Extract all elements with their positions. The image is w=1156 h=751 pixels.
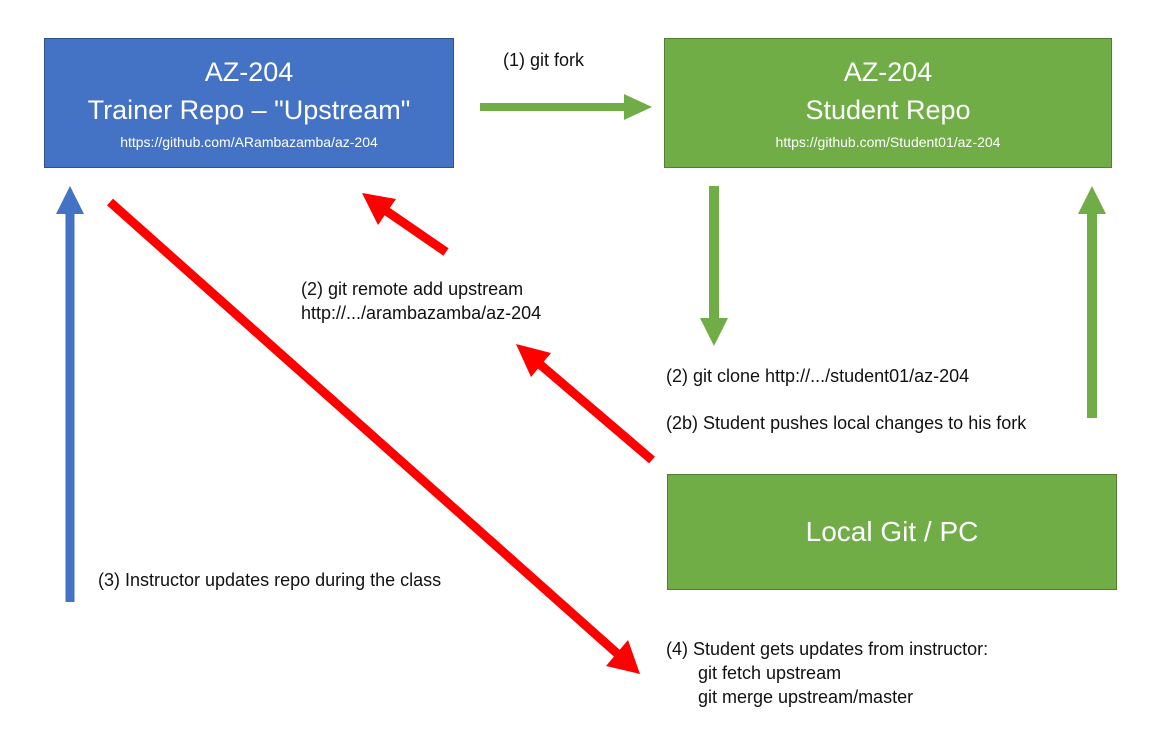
trainer-repo-title: AZ-204 (204, 57, 294, 87)
local-pc-box: Local Git / PC (667, 474, 1117, 590)
local-pc-title: Local Git / PC (805, 516, 979, 547)
push-arrow (1078, 186, 1106, 418)
student-updates-line1: (4) Student gets updates from instructor… (666, 639, 989, 659)
fork-arrow (480, 94, 652, 120)
trainer-repo-subtitle: Trainer Repo – "Upstream" (87, 95, 411, 125)
trainer-repo-url: https://github.com/ARambazamba/az-204 (120, 134, 378, 150)
trainer-repo-box: AZ-204 Trainer Repo – "Upstream" https:/… (44, 38, 454, 168)
instructor-update-arrow (56, 186, 84, 602)
student-repo-url: https://github.com/Student01/az-204 (775, 134, 1001, 150)
clone-label: (2) git clone http://.../student01/az-20… (666, 366, 970, 386)
fork-label: (1) git fork (503, 50, 585, 70)
remote-add-label: (2) git remote add upstream http://.../a… (301, 277, 541, 325)
local-to-upstream-arrow (516, 344, 655, 464)
student-updates-line3: git merge upstream/master (698, 687, 914, 707)
instructor-updates-label: (3) Instructor updates repo during the c… (98, 570, 442, 590)
student-updates-line2: git fetch upstream (698, 663, 842, 683)
remote-add-label-line1: (2) git remote add upstream (301, 279, 524, 299)
remote-add-arrow (362, 193, 449, 256)
student-repo-subtitle: Student Repo (805, 95, 971, 125)
student-updates-label: (4) Student gets updates from instructor… (666, 637, 988, 709)
student-repo-box: AZ-204 Student Repo https://github.com/S… (664, 38, 1112, 168)
student-repo-title: AZ-204 (843, 57, 933, 87)
clone-arrow (700, 186, 728, 346)
push-label: (2b) Student pushes local changes to his… (666, 413, 1027, 433)
fetch-merge-arrow (107, 198, 640, 674)
remote-add-label-line2: http://.../arambazamba/az-204 (301, 303, 542, 323)
